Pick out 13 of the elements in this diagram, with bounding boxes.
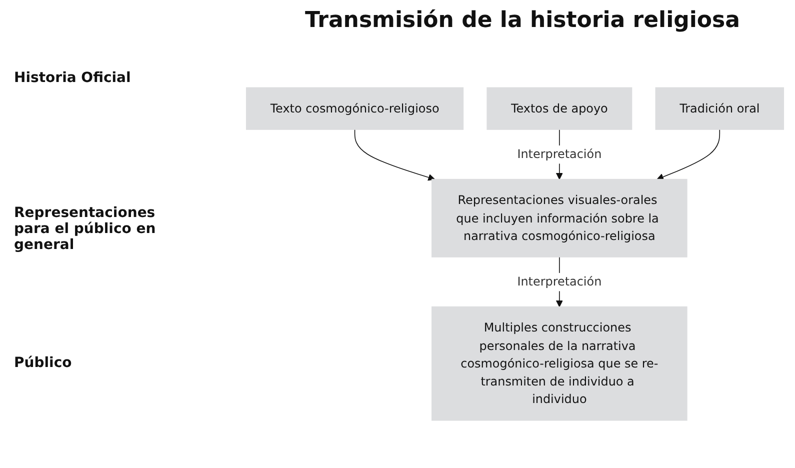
- diagram-title: Transmisión de la historia religiosa: [304, 8, 741, 33]
- node-box: Representaciones visuales-orales que incluyen información sobre la narrativa cosmogónico-religiosa: [432, 178, 688, 258]
- arrow: [656, 129, 720, 180]
- node-box: Textos de apoyo: [486, 87, 632, 130]
- row-heading: Público: [14, 355, 73, 371]
- node-box: Texto cosmogónico-religioso: [246, 87, 464, 130]
- node-box: Multiples construcciones personales de la narrativa cosmogónico-religiosa que se re-transmiten de individuo a individuo: [432, 306, 688, 421]
- arrow: [354, 129, 436, 181]
- edge-label: Interpretación: [517, 274, 602, 289]
- row-heading: Representaciones para el público en general: [14, 205, 157, 253]
- node-box: Tradición oral: [655, 87, 784, 130]
- edge-label: Interpretación: [517, 147, 602, 162]
- row-heading: Historia Oficial: [14, 70, 132, 86]
